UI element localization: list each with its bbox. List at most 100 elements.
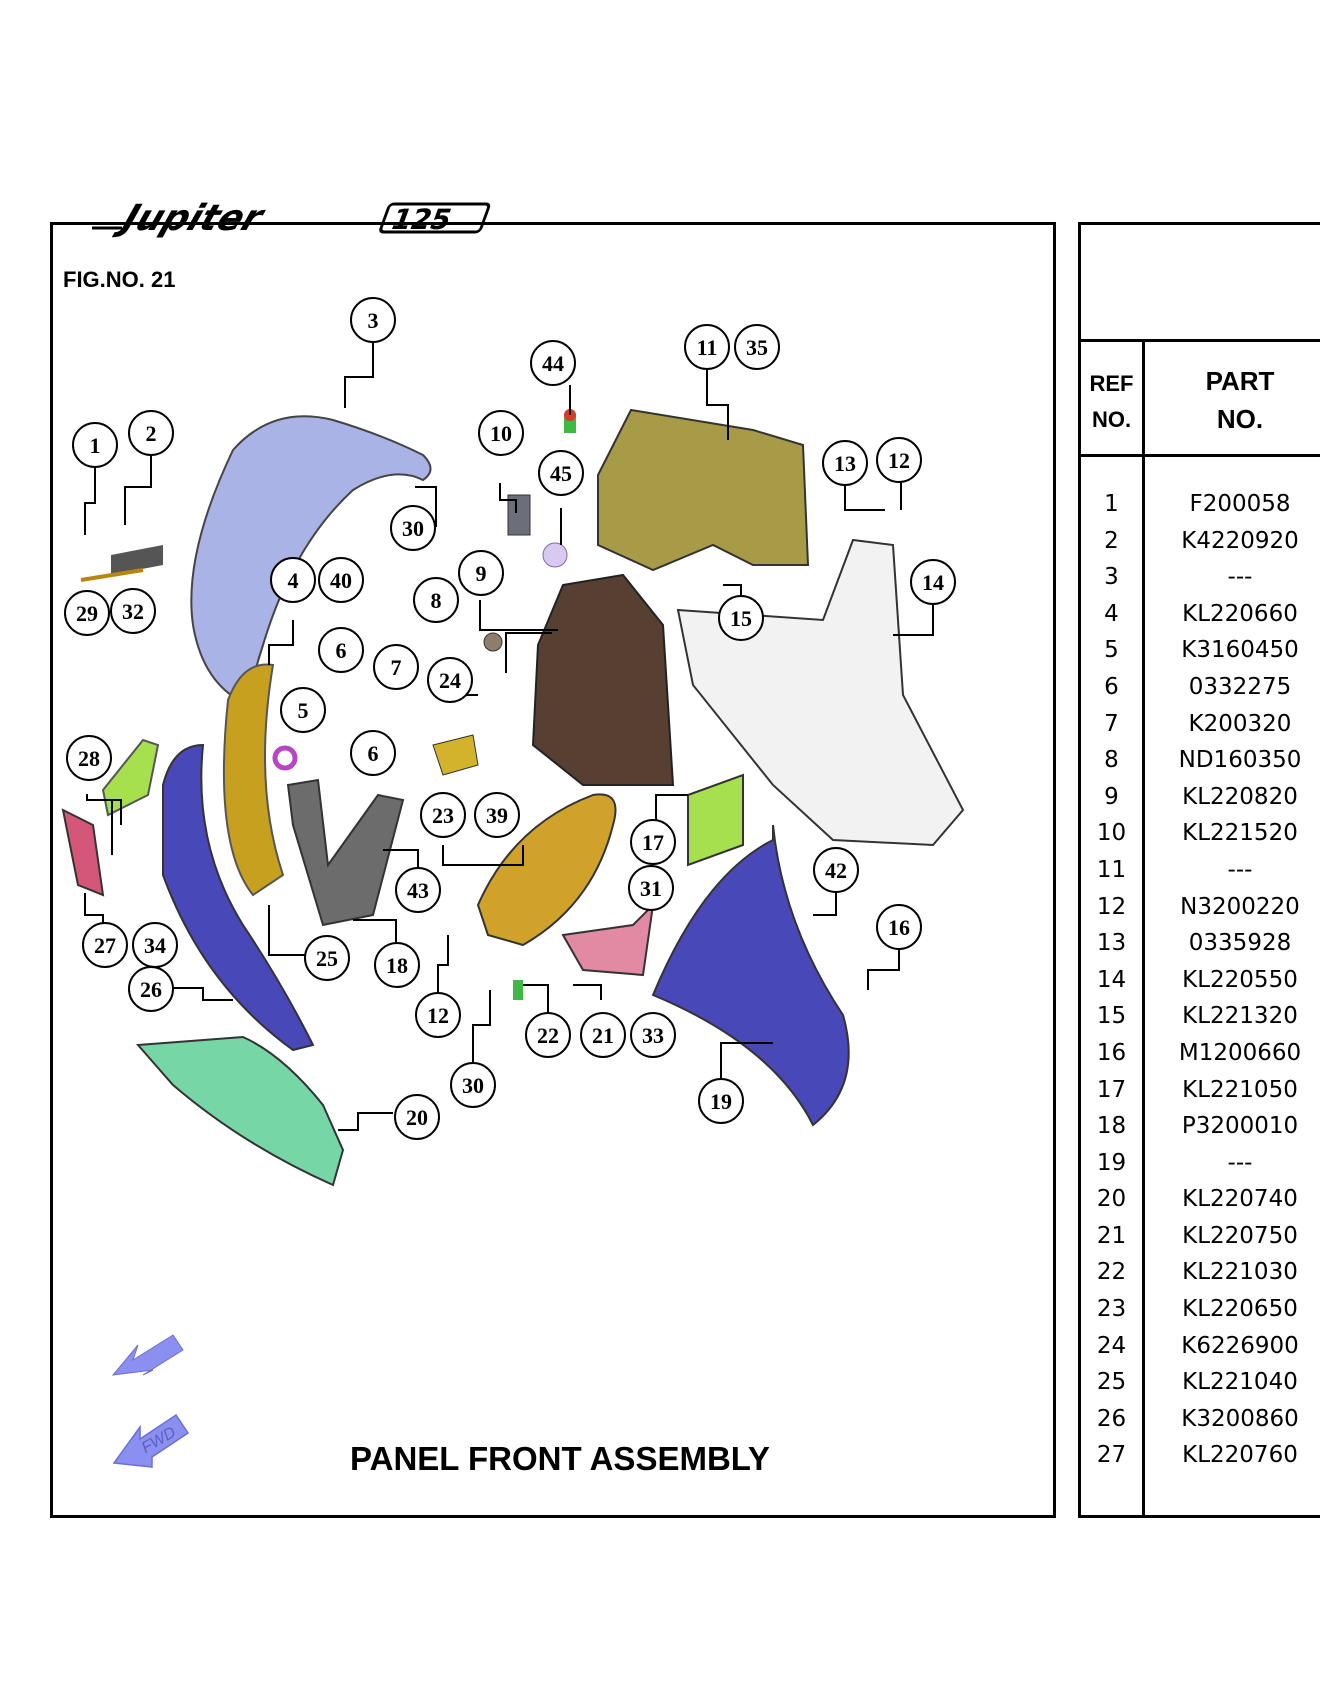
part-number: K6226900 xyxy=(1181,1332,1299,1359)
part-21-pink-cover xyxy=(561,902,655,977)
part-number: K200320 xyxy=(1188,710,1292,737)
diagram-frame xyxy=(50,222,1056,1518)
part-11-frame xyxy=(597,408,810,572)
part-8-socket xyxy=(483,632,503,652)
part-9-inner-panel xyxy=(531,573,675,786)
ref-number: 8 xyxy=(1104,747,1119,774)
part-22-clip xyxy=(513,980,523,1000)
part-number: K3160450 xyxy=(1181,637,1299,664)
table-row: 15 KL221320 xyxy=(1081,999,1320,1036)
part-43-bracket xyxy=(286,778,405,927)
table-blank-header xyxy=(1081,225,1320,342)
part-29-green-lens xyxy=(101,738,160,817)
part-20-lower-cover xyxy=(135,1035,345,1187)
exploded-parts-diagram xyxy=(61,340,965,1376)
table-row: 3 --- xyxy=(1081,560,1320,597)
ref-number: 3 xyxy=(1104,564,1119,591)
ref-number: 14 xyxy=(1096,966,1127,993)
ref-number: 12 xyxy=(1096,893,1127,920)
part-2-bracket xyxy=(111,545,163,575)
table-row: 5 K3160450 xyxy=(1081,633,1320,670)
part-number: KL220650 xyxy=(1182,1296,1298,1323)
table-row: 9 KL220820 xyxy=(1081,780,1320,817)
table-row: 24 K6226900 xyxy=(1081,1329,1320,1366)
part-number: KL220820 xyxy=(1182,783,1298,810)
table-row: 27 KL220760 xyxy=(1081,1438,1320,1475)
table-row: 25 KL221040 xyxy=(1081,1365,1320,1402)
ref-number: 16 xyxy=(1096,1039,1127,1066)
ref-number: 11 xyxy=(1096,856,1127,883)
figure-number: FIG.NO. 21 xyxy=(63,267,176,292)
part-17-plate xyxy=(687,773,744,867)
table-header: REF NO. PART NO. xyxy=(1081,342,1320,457)
part-number: KL221320 xyxy=(1182,1003,1298,1030)
part-number: KL220740 xyxy=(1182,1186,1298,1213)
ref-number: 23 xyxy=(1096,1296,1127,1323)
part-number: KL220660 xyxy=(1182,600,1298,627)
table-row: 8 ND160350 xyxy=(1081,743,1320,780)
ref-number: 22 xyxy=(1096,1259,1127,1286)
part-number: N3200220 xyxy=(1180,893,1300,920)
part-5-ring xyxy=(272,745,298,771)
part-number: --- xyxy=(1227,564,1253,591)
part-number: KL220760 xyxy=(1182,1442,1298,1469)
ref-number: 27 xyxy=(1096,1442,1127,1469)
column-divider xyxy=(1142,339,1145,1515)
ref-number: 18 xyxy=(1096,1113,1127,1140)
svg-text:125: 125 xyxy=(386,203,456,236)
ref-number: 24 xyxy=(1096,1332,1127,1359)
table-row: 19 --- xyxy=(1081,1146,1320,1183)
ref-number: 19 xyxy=(1096,1149,1127,1176)
part-number: K3200860 xyxy=(1181,1405,1299,1432)
part-number: KL221520 xyxy=(1182,820,1298,847)
part-number: 0335928 xyxy=(1188,930,1292,957)
part-number: KL220750 xyxy=(1182,1222,1298,1249)
part-19-side-panel xyxy=(651,824,850,1127)
ref-number: 26 xyxy=(1096,1405,1127,1432)
table-row: 11 --- xyxy=(1081,853,1320,890)
part-24-bracket xyxy=(432,734,479,776)
ref-number: 4 xyxy=(1104,600,1119,627)
part-10-plate xyxy=(507,494,531,536)
part-number: K4220920 xyxy=(1181,527,1299,554)
jupiter-125-logo: Jupiter 125 xyxy=(92,198,491,238)
table-row: 4 KL220660 xyxy=(1081,597,1320,634)
table-row: 10 KL221520 xyxy=(1081,816,1320,853)
part-number: KL221030 xyxy=(1182,1259,1298,1286)
assembly-title: PANEL FRONT ASSEMBLY xyxy=(350,1440,770,1477)
part-number: KL221050 xyxy=(1182,1076,1298,1103)
ref-number: 10 xyxy=(1096,820,1127,847)
ref-number: 9 xyxy=(1104,783,1119,810)
part-number: 0332275 xyxy=(1188,673,1292,700)
part-number: --- xyxy=(1227,1149,1253,1176)
part-no-header: PART NO. xyxy=(1205,366,1275,434)
ref-number: 5 xyxy=(1104,637,1119,664)
ref-number: 6 xyxy=(1104,673,1119,700)
table-row: 2 K4220920 xyxy=(1081,524,1320,561)
part-3-front-cover xyxy=(190,415,432,707)
table-row: 12 N3200220 xyxy=(1081,890,1320,927)
part-number: M1200660 xyxy=(1178,1039,1302,1066)
ref-number: 25 xyxy=(1096,1369,1127,1396)
part-number: F200058 xyxy=(1189,491,1291,517)
ref-number: 15 xyxy=(1096,1003,1127,1030)
part-28-side-panel xyxy=(162,743,315,1052)
ref-number: 2 xyxy=(1104,527,1119,554)
part-45-cap xyxy=(542,542,568,568)
table-row: 16 M1200660 xyxy=(1081,1036,1320,1073)
part-number: ND160350 xyxy=(1178,747,1302,774)
table-row: 18 P3200010 xyxy=(1081,1109,1320,1146)
part-number: --- xyxy=(1227,856,1253,883)
part-4-lamp xyxy=(222,663,285,897)
ref-no-header: REF NO. xyxy=(1089,371,1134,432)
part-number: P3200010 xyxy=(1181,1113,1299,1140)
svg-text:Jupiter: Jupiter xyxy=(110,198,271,238)
part-number: KL221040 xyxy=(1182,1369,1298,1396)
